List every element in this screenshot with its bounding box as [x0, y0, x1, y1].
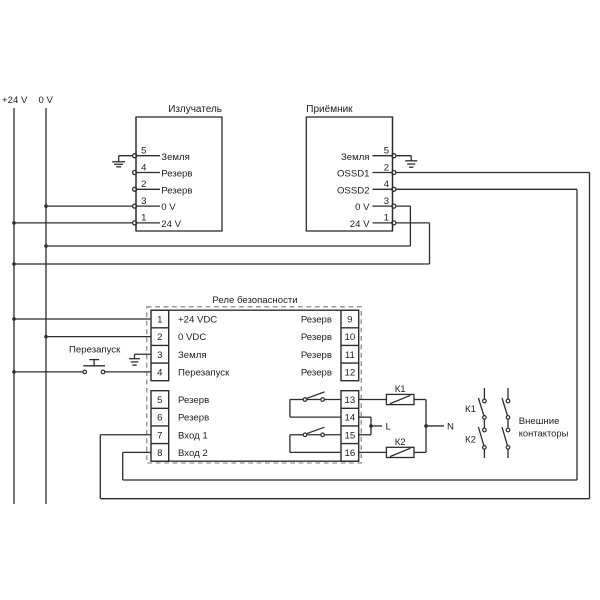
svg-text:8: 8	[157, 448, 162, 459]
svg-text:3: 3	[157, 350, 162, 361]
svg-text:24 V: 24 V	[161, 219, 181, 230]
svg-text:Резерв: Резерв	[301, 315, 332, 326]
svg-text:Внешние: Внешние	[519, 416, 560, 427]
svg-text:0 V: 0 V	[39, 95, 54, 106]
svg-text:Резерв: Резерв	[301, 368, 332, 379]
svg-text:Резерв: Резерв	[178, 413, 209, 424]
svg-text:0 V: 0 V	[161, 202, 176, 213]
svg-text:2: 2	[141, 179, 146, 190]
svg-text:5: 5	[141, 146, 146, 157]
svg-text:Земля: Земля	[161, 152, 190, 163]
svg-text:Реле безопасности: Реле безопасности	[212, 295, 297, 306]
svg-text:К2: К2	[395, 437, 406, 448]
svg-text:Перезапуск: Перезапуск	[178, 368, 230, 379]
svg-text:К2: К2	[465, 435, 476, 446]
svg-text:1: 1	[157, 315, 162, 326]
svg-text:4: 4	[141, 162, 147, 173]
svg-text:N: N	[447, 422, 454, 433]
svg-text:контакторы: контакторы	[519, 428, 569, 439]
svg-text:К1: К1	[465, 404, 476, 415]
svg-text:+24 V: +24 V	[2, 95, 28, 106]
svg-text:Перезапуск: Перезапуск	[69, 345, 121, 356]
svg-text:14: 14	[345, 413, 356, 424]
svg-text:4: 4	[384, 179, 390, 190]
svg-text:OSSD2: OSSD2	[337, 185, 370, 196]
svg-text:Земля: Земля	[341, 152, 370, 163]
svg-text:10: 10	[345, 332, 356, 343]
svg-text:1: 1	[141, 213, 146, 224]
svg-text:5: 5	[384, 146, 389, 157]
svg-text:12: 12	[345, 368, 356, 379]
svg-text:Резерв: Резерв	[161, 169, 192, 180]
svg-text:Резерв: Резерв	[301, 332, 332, 343]
svg-text:К1: К1	[395, 384, 406, 395]
svg-text:2: 2	[157, 332, 162, 343]
svg-text:2: 2	[384, 162, 389, 173]
svg-text:Резерв: Резерв	[301, 350, 332, 361]
svg-text:Земля: Земля	[178, 350, 207, 361]
svg-text:Резерв: Резерв	[161, 185, 192, 196]
svg-text:0 V: 0 V	[355, 202, 370, 213]
svg-text:3: 3	[384, 196, 389, 207]
svg-text:Вход 2: Вход 2	[178, 448, 208, 459]
svg-text:7: 7	[157, 430, 162, 441]
svg-text:L: L	[386, 422, 392, 433]
svg-text:+24 VDC: +24 VDC	[178, 315, 217, 326]
svg-text:11: 11	[345, 350, 355, 361]
svg-text:Вход 1: Вход 1	[178, 430, 208, 441]
svg-text:Приёмник: Приёмник	[306, 104, 353, 115]
svg-text:24 V: 24 V	[350, 219, 370, 230]
svg-text:0 VDC: 0 VDC	[178, 332, 206, 343]
svg-text:9: 9	[347, 315, 352, 326]
svg-text:13: 13	[345, 395, 356, 406]
svg-text:1: 1	[384, 213, 389, 224]
svg-text:3: 3	[141, 196, 146, 207]
svg-text:15: 15	[345, 430, 356, 441]
svg-text:Резерв: Резерв	[178, 395, 209, 406]
svg-text:OSSD1: OSSD1	[337, 169, 370, 180]
svg-text:6: 6	[157, 413, 162, 424]
svg-text:4: 4	[157, 368, 163, 379]
svg-text:Излучатель: Излучатель	[168, 104, 222, 115]
svg-text:5: 5	[157, 395, 162, 406]
svg-text:16: 16	[345, 448, 356, 459]
